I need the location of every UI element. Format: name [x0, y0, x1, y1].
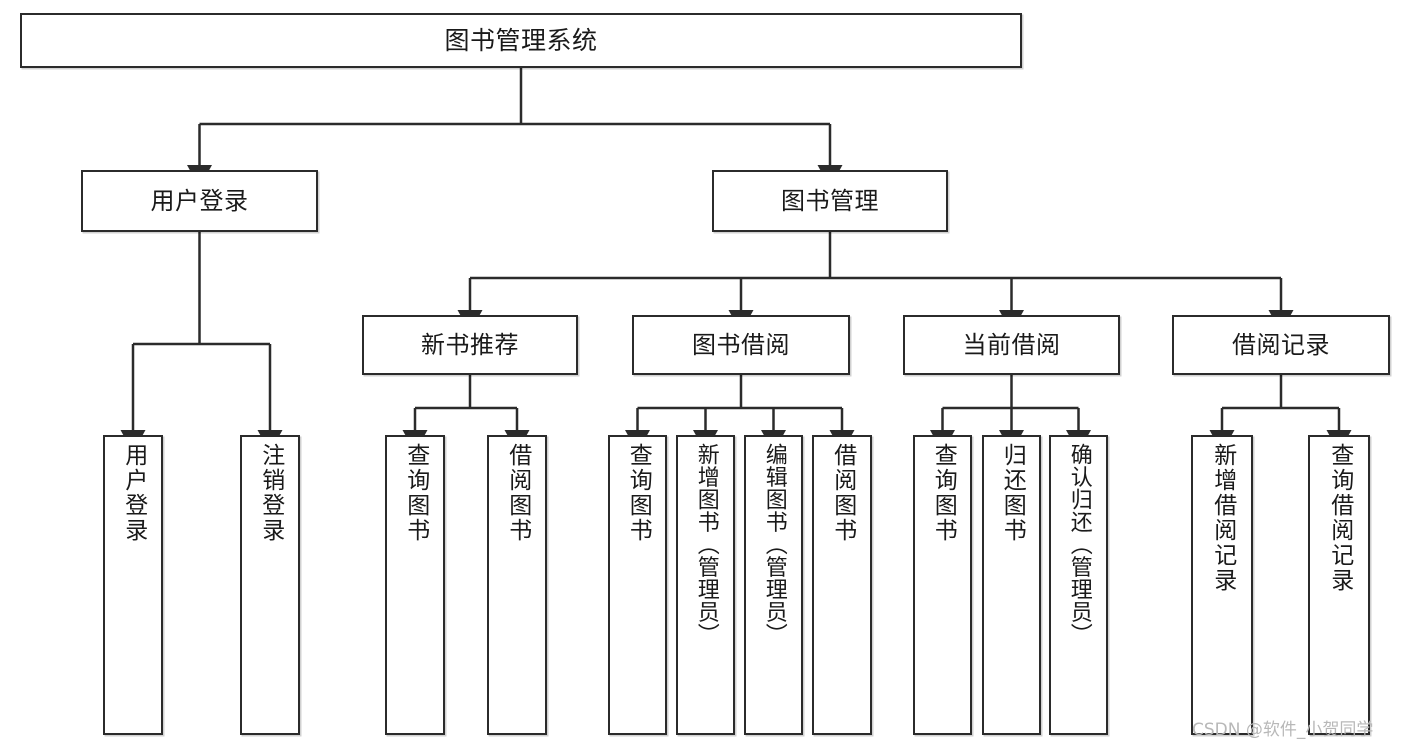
node-label: 查询图书 [625, 443, 652, 543]
node-leaf-login-1: 用户登录 [103, 435, 163, 735]
node-label: 图书借阅 [692, 331, 790, 359]
node-current: 当前借阅 [903, 315, 1120, 375]
node-label: 图书管理系统 [444, 25, 598, 55]
node-label: 当前借阅 [962, 331, 1061, 359]
node-leaf-cur-2: 归还图书 [982, 435, 1041, 735]
node-label: 图书管理 [781, 187, 879, 215]
node-login: 用户登录 [81, 170, 318, 232]
node-label: 新增图书（管理员） [693, 443, 719, 646]
node-label: 借阅图书 [504, 443, 531, 543]
node-label: 查询图书 [402, 443, 429, 543]
node-leaf-cur-1: 查询图书 [913, 435, 972, 735]
node-leaf-borrow-2: 新增图书（管理员） [676, 435, 735, 735]
node-records: 借阅记录 [1172, 315, 1390, 375]
node-leaf-login-2: 注销登录 [240, 435, 300, 735]
node-label: 借阅记录 [1232, 331, 1330, 359]
node-leaf-borrow-4: 借阅图书 [812, 435, 872, 735]
node-root: 图书管理系统 [20, 13, 1022, 68]
watermark-text: CSDN @软件_小贺同学 [1192, 720, 1374, 740]
node-borrow: 图书借阅 [632, 315, 850, 375]
node-label: 查询图书 [930, 443, 957, 543]
node-label: 新书推荐 [421, 331, 519, 359]
node-leaf-cur-3: 确认归还（管理员） [1049, 435, 1108, 735]
node-label: 查询借阅记录 [1326, 443, 1353, 593]
node-label: 注销登录 [257, 443, 284, 543]
node-leaf-rec-2: 查询借阅记录 [1308, 435, 1370, 735]
node-label: 新增借阅记录 [1209, 443, 1236, 593]
node-label: 用户登录 [120, 443, 147, 543]
node-label: 确认归还（管理员） [1066, 443, 1092, 646]
node-leaf-new-2: 借阅图书 [487, 435, 547, 735]
node-leaf-new-1: 查询图书 [385, 435, 445, 735]
node-label: 编辑图书（管理员） [761, 443, 787, 646]
node-newbook: 新书推荐 [362, 315, 578, 375]
node-label: 用户登录 [150, 187, 249, 215]
node-leaf-borrow-1: 查询图书 [608, 435, 667, 735]
node-leaf-rec-1: 新增借阅记录 [1191, 435, 1253, 735]
node-label: 借阅图书 [829, 443, 856, 543]
node-label: 归还图书 [999, 443, 1026, 543]
node-bookmgmt: 图书管理 [712, 170, 948, 232]
node-leaf-borrow-3: 编辑图书（管理员） [744, 435, 803, 735]
